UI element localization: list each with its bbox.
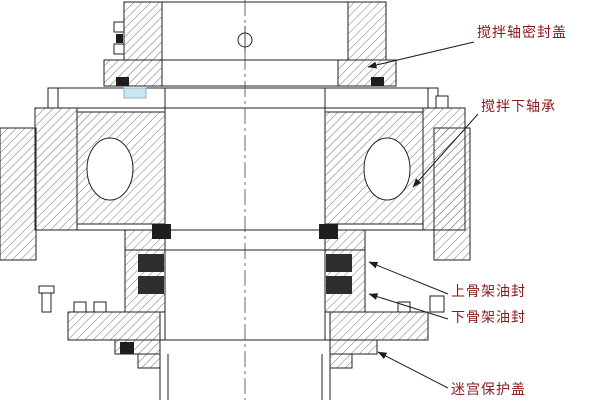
upper-skeleton-oil-seal-right — [326, 254, 352, 272]
leader-lines — [367, 41, 479, 389]
lower-skeleton-oil-seal-right — [326, 276, 352, 294]
labyrinth-protective-cover — [114, 339, 378, 369]
label-agitator-shaft-seal-cover: 搅拌轴密封盖 — [477, 25, 567, 41]
bottom-flange — [38, 285, 445, 341]
mounting-plate — [47, 87, 449, 109]
label-upper-skeleton-oil-seal: 上骨架油封 — [451, 284, 526, 300]
lower-skeleton-oil-seal-left — [138, 276, 164, 294]
label-labyrinth-protective-cover: 迷宫保护盖 — [451, 382, 526, 398]
oil-seal-housing — [124, 229, 366, 313]
shaft-seal-cover — [103, 1, 397, 87]
bearing-balls — [86, 137, 411, 201]
bearing-housing — [34, 107, 466, 231]
seal-rings — [116, 77, 384, 239]
gasket-highlight — [123, 87, 147, 99]
upper-skeleton-oil-seal-left — [138, 254, 164, 272]
leader-lower-bearing — [412, 113, 479, 188]
leader-upper-oil-seal — [368, 261, 449, 295]
leader-lower-oil-seal — [368, 293, 449, 320]
label-lower-skeleton-oil-seal: 下骨架油封 — [451, 310, 526, 326]
anchor-bolt-right — [429, 295, 445, 313]
leader-seal-cover — [367, 41, 475, 69]
anchor-bolt-left — [41, 291, 52, 313]
leader-labyrinth-cover — [377, 351, 449, 389]
label-agitator-lower-bearing: 搅拌下轴承 — [481, 99, 556, 115]
